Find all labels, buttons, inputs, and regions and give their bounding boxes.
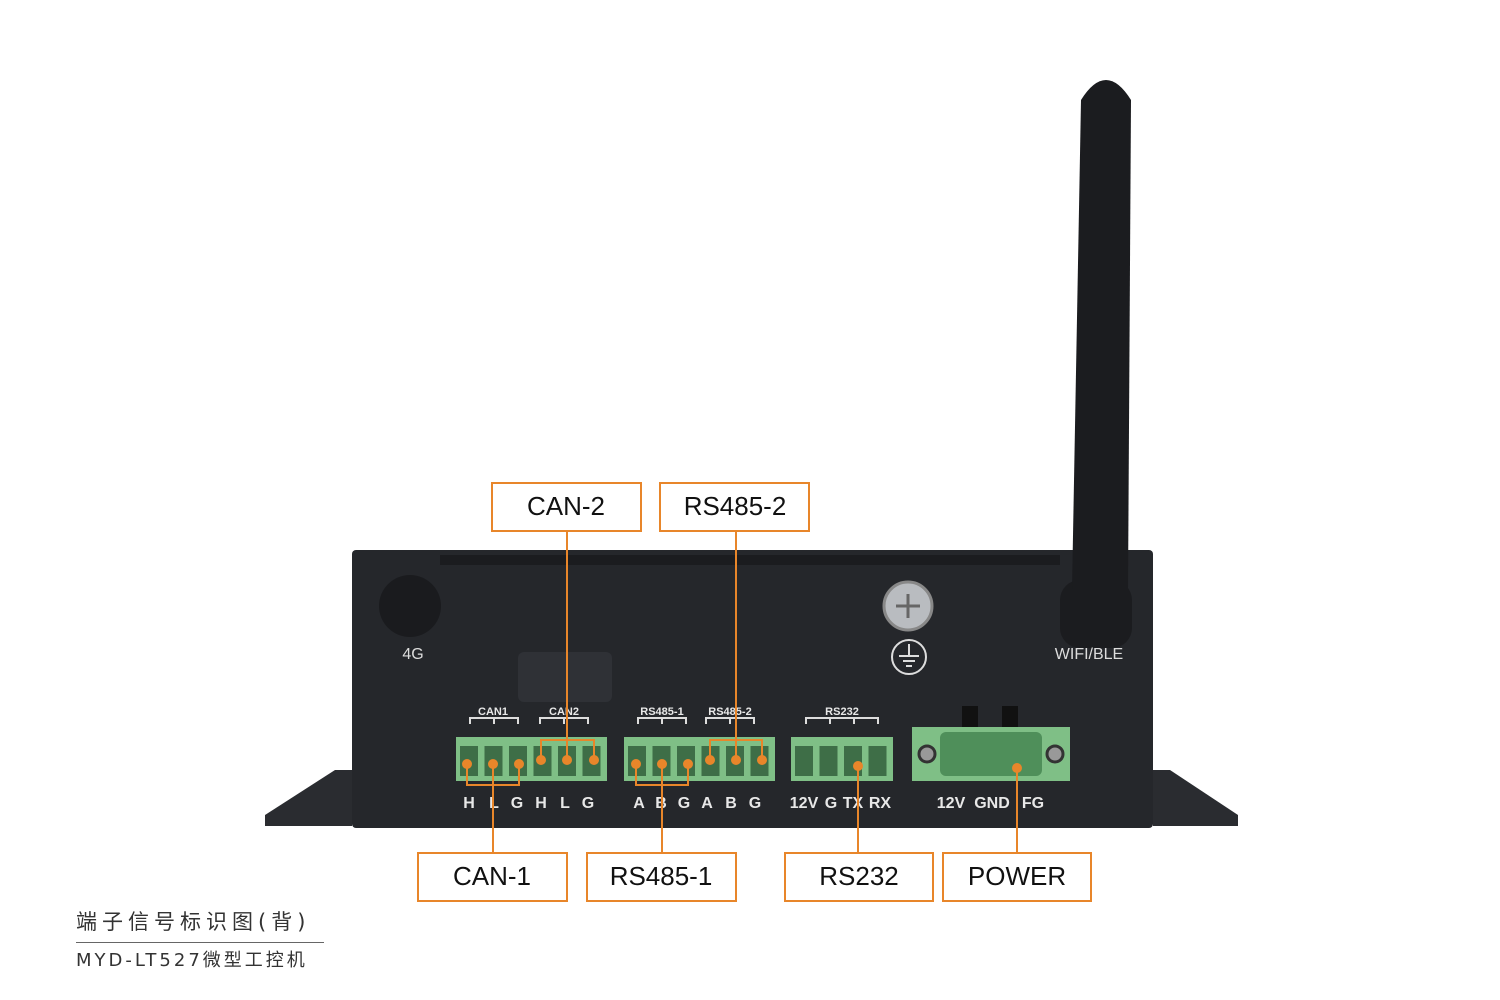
rs485-2-label: RS485-2 [708,706,751,718]
callout-can2 [491,482,642,532]
can-terminal-block [456,737,607,781]
rs232-label: RS232 [825,706,859,718]
4g-antenna-port [379,575,441,637]
pin-label: B [725,795,737,812]
callout-rs485-2 [659,482,810,532]
callout-rs485-2-text: RS485-2 [684,491,787,521]
caption-title: 端子信号标识图(背) [76,906,324,943]
pin-label: A [701,795,713,812]
pin-label: A [633,795,645,812]
terminal-slot [795,746,813,776]
pin-label: RX [869,795,892,812]
pin-label: H [463,795,475,812]
sticker-area [518,652,612,702]
left-mount-foot [265,770,352,826]
pin-label: G [511,795,523,812]
pin-label: L [489,795,499,812]
right-mount-foot [1153,770,1238,826]
terminal-slot [819,746,838,776]
rs485-terminal-block [624,737,775,781]
pin-label: G [582,795,594,812]
pin-label: 12V [790,795,819,812]
wifi-antenna [1060,80,1132,648]
leader-lines [466,531,1018,853]
callout-rs485-1 [586,852,737,902]
4g-label: 4G [402,646,423,663]
pin-label: GND [974,795,1010,812]
pin-label: G [825,795,837,812]
callout-power-text: POWER [968,861,1066,891]
callout-can1 [417,852,568,902]
terminal-slot [844,746,862,776]
pin-label: 12V [937,795,966,812]
callout-power [942,852,1092,902]
pin-label: G [678,795,690,812]
pin-label: H [535,795,547,812]
caption-subtitle: MYD-LT527微型工控机 [76,950,308,971]
callout-rs485-1-text: RS485-1 [610,861,713,891]
rs485-1-label: RS485-1 [640,706,683,718]
ground-symbol-icon [891,639,927,675]
device-body [352,550,1153,828]
pin-label: FG [1022,795,1044,812]
callout-can2-text: CAN-2 [527,491,605,521]
can1-label: CAN1 [478,706,508,718]
wifi-ble-label: WIFI/BLE [1055,646,1123,663]
can2-label: CAN2 [549,706,579,718]
callout-rs232 [784,852,934,902]
pin-label: L [560,795,570,812]
terminal-slot [868,746,887,776]
callout-rs232-text: RS232 [819,861,899,891]
pin-label: TX [843,795,864,812]
pin-label: G [749,795,761,812]
callout-can1-text: CAN-1 [453,861,531,891]
